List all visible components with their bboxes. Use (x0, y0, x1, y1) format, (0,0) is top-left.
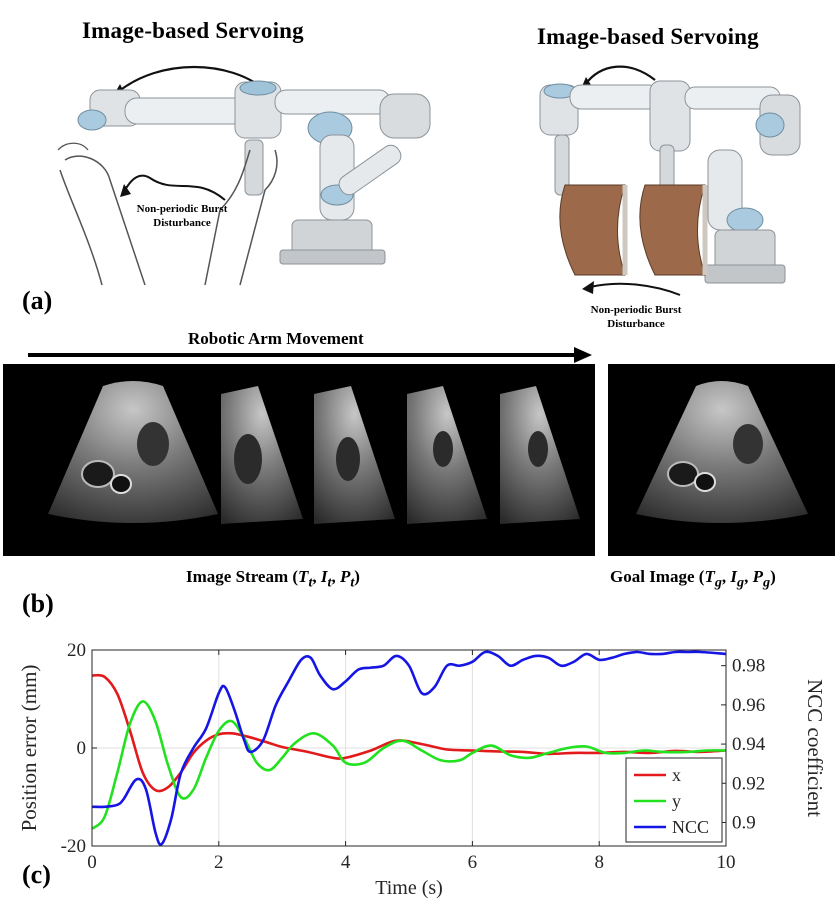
x-axis-label: Time (s) (375, 877, 443, 899)
goal-sep-2: , (744, 567, 749, 586)
stream-i-subscript: t (327, 574, 332, 591)
stream-i-symbol: I (320, 567, 328, 586)
y2-tick-label: 0.98 (732, 656, 765, 677)
ultrasound-image-stream (3, 364, 595, 556)
stream-caption-prefix: Image Stream ( (186, 567, 299, 586)
legend-label-x: x (672, 765, 681, 785)
panel-a-label: (a) (22, 286, 53, 315)
y2-axis-label: NCC coefficient (803, 679, 827, 817)
y-tick-label: -20 (61, 836, 86, 857)
series-line-y (91, 700, 727, 830)
ultrasound-goal-image (608, 364, 835, 556)
x-tick-label: 4 (341, 852, 351, 873)
left-note-line1: Non-periodic Burst (136, 203, 228, 215)
panel-c-label: (c) (22, 860, 51, 889)
series-line-x (91, 673, 727, 793)
y-axis-label: Position error (mm) (17, 665, 41, 832)
stream-p-symbol: P (339, 567, 351, 586)
goal-sep-1: , (721, 567, 727, 586)
goal-image-caption: Goal Image (Tg, Ig, Pg) (610, 567, 776, 591)
stream-sep-1: , (312, 567, 317, 586)
stream-p-subscript: t (350, 574, 355, 591)
legend-label-y: y (672, 791, 681, 811)
right-robot-arm-illustration (539, 65, 801, 296)
y2-tick-label: 0.92 (732, 773, 765, 794)
right-panel-title: Image-based Servoing (537, 24, 759, 49)
goal-i-subscript: g (737, 574, 745, 591)
goal-t-symbol: T (704, 567, 715, 586)
stream-sep-2: , (331, 567, 336, 586)
y2-tick-label: 0.96 (732, 695, 765, 716)
right-note-line1: Non-periodic Burst (590, 304, 682, 316)
x-tick-label: 8 (594, 852, 604, 873)
image-stream-caption: Image Stream (Tt, It, Pt) (186, 567, 360, 591)
x-tick-label: 10 (717, 852, 736, 873)
y-tick-label: 0 (77, 738, 87, 759)
goal-p-subscript: g (763, 574, 771, 591)
goal-t-subscript: g (714, 574, 722, 591)
left-panel-title: Image-based Servoing (82, 18, 304, 43)
legend-label-ncc: NCC (672, 817, 709, 837)
goal-i-symbol: I (730, 567, 738, 586)
stream-close-paren: ) (354, 567, 360, 586)
goal-p-symbol: P (752, 567, 763, 586)
panel-b-label: (b) (22, 589, 54, 618)
robotic-arm-movement-label: Robotic Arm Movement (188, 329, 364, 348)
left-disturbance-note: Non-periodic Burst Disturbance (112, 202, 252, 230)
y-tick-label: 20 (67, 640, 86, 661)
y2-tick-label: 0.9 (732, 812, 756, 833)
x-tick-label: 2 (214, 852, 224, 873)
goal-close-paren: ) (770, 567, 776, 586)
stream-t-subscript: t (308, 574, 313, 591)
right-disturbance-note: Non-periodic Burst Disturbance (566, 303, 706, 331)
left-note-line2: Disturbance (153, 217, 211, 229)
series-line-ncc (91, 650, 727, 846)
right-note-line2: Disturbance (607, 318, 665, 330)
y2-tick-label: 0.94 (732, 734, 766, 755)
left-robot-arm-illustration (57, 65, 431, 286)
stream-t-symbol: T (298, 567, 309, 586)
goal-caption-prefix: Goal Image ( (610, 567, 705, 586)
movement-arrow (28, 347, 592, 363)
x-tick-label: 6 (468, 852, 478, 873)
x-tick-label: 0 (87, 852, 97, 873)
